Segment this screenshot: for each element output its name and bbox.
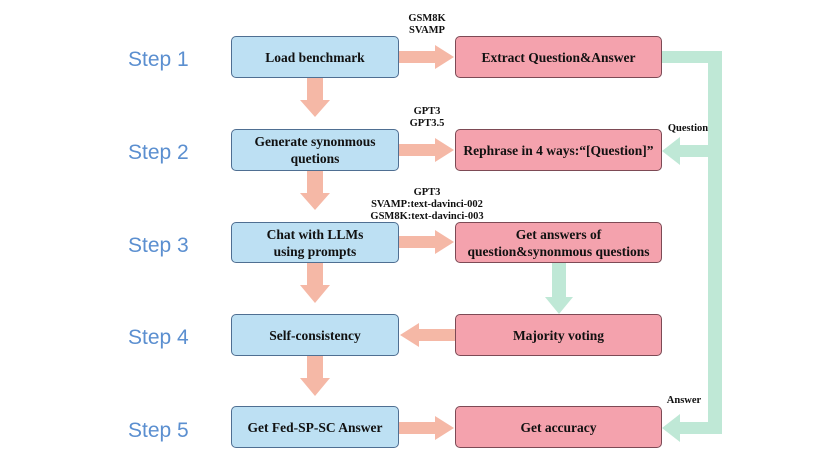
box-chat-with-llms: Chat with LLMs using prompts — [231, 222, 399, 263]
arrow-step4-to-step5 — [300, 356, 330, 396]
step-label-5: Step 5 — [128, 419, 189, 442]
box-get-answers: Get answers of question&synonmous questi… — [455, 222, 662, 263]
note-answer: Answer — [666, 395, 702, 406]
box-generate-synonymous-questions: Generate synonmous quetions — [231, 129, 399, 171]
step-label-2: Step 2 — [128, 141, 189, 164]
note-question: Question — [667, 123, 709, 134]
arrow-load-to-extract — [399, 45, 454, 69]
arrow-step1-to-step2 — [300, 78, 330, 117]
green-arrow-answers-to-voting — [545, 263, 573, 314]
arrow-chat-to-answers — [399, 230, 454, 254]
box-majority-voting: Majority voting — [455, 314, 662, 356]
arrow-fed-to-accuracy — [399, 416, 454, 440]
arrow-voting-to-self-consistency — [400, 323, 455, 347]
note-models-step3: GPT3 SVAMP:text-davinci-002 GSM8K:text-d… — [370, 187, 484, 222]
arrow-generate-to-rephrase — [399, 138, 454, 162]
step-label-4: Step 4 — [128, 326, 189, 349]
arrow-step3-to-step4 — [300, 263, 330, 303]
box-get-fed-sp-sc-answer: Get Fed-SP-SC Answer — [231, 406, 399, 448]
box-get-accuracy: Get accuracy — [455, 406, 662, 448]
box-rephrase-in-4-ways: Rephrase in 4 ways:“[Question]” — [455, 129, 662, 171]
box-extract-question-answer: Extract Question&Answer — [455, 36, 662, 78]
step-label-3: Step 3 — [128, 234, 189, 257]
arrow-step2-to-step3 — [300, 171, 330, 210]
note-datasets: GSM8K SVAMP — [408, 13, 446, 36]
green-feedback-path — [662, 51, 722, 442]
box-self-consistency: Self-consistency — [231, 314, 399, 356]
note-models-step2: GPT3 GPT3.5 — [409, 106, 445, 129]
step-label-1: Step 1 — [128, 48, 189, 71]
box-load-benchmark: Load benchmark — [231, 36, 399, 78]
